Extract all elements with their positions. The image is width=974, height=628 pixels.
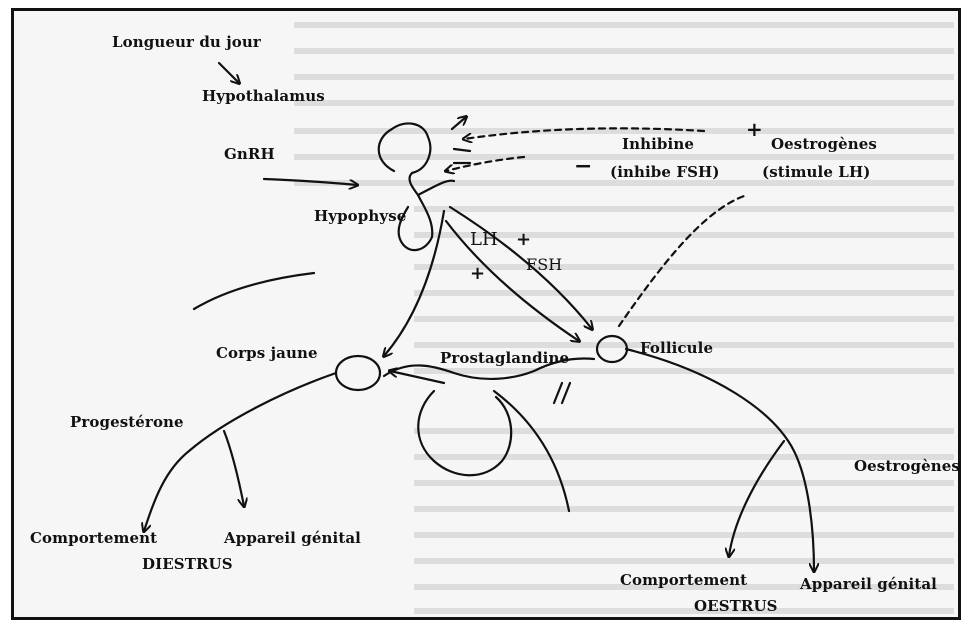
label-follicule: Follicule bbox=[640, 339, 713, 357]
arrow-small-2 bbox=[454, 149, 470, 151]
arrow-small-1 bbox=[452, 117, 466, 129]
plus-sign-fsh: + bbox=[470, 263, 485, 284]
label-appareil-genital-right: Appareil génital bbox=[800, 575, 937, 593]
arrow-prostaglandine bbox=[390, 371, 444, 383]
label-oestrogenes-right: Oestrogènes bbox=[854, 457, 960, 475]
hypothalamus-outline bbox=[379, 123, 433, 250]
label-oestrus: OESTRUS bbox=[694, 597, 778, 615]
label-appareil-genital-left: Appareil génital bbox=[224, 529, 361, 547]
label-lh: LH bbox=[470, 229, 498, 250]
left-arc bbox=[194, 273, 314, 309]
label-prostaglandine: Prostaglandine bbox=[440, 349, 569, 367]
label-comportement-right: Comportement bbox=[620, 571, 747, 589]
pituitary-stalk bbox=[418, 181, 454, 195]
arrow-oestrogenes-main bbox=[626, 349, 814, 571]
label-corps-jaune: Corps jaune bbox=[216, 344, 318, 362]
corps-jaune-shape bbox=[336, 356, 380, 390]
arrow-progesterone-main bbox=[144, 373, 336, 531]
arrow-follicule-oestrogenes bbox=[619, 196, 744, 326]
uterus-body bbox=[418, 391, 511, 475]
arrow-lh-to-follicule bbox=[446, 221, 579, 341]
minus-sign: − bbox=[574, 153, 593, 179]
label-hypophyse: Hypophyse bbox=[314, 207, 406, 225]
label-hypothalamus: Hypothalamus bbox=[202, 87, 325, 105]
label-longueur-du-jour: Longueur du jour bbox=[112, 33, 261, 51]
label-oestrogenes-top: Oestrogènes bbox=[771, 135, 877, 153]
label-diestrus: DIESTRUS bbox=[142, 555, 233, 573]
label-inhibine-sub: (inhibe FSH) bbox=[610, 163, 720, 181]
label-gnrh: GnRH bbox=[224, 145, 275, 163]
arrow-oestrogenes-behaviour bbox=[729, 441, 784, 556]
arrow-day-to-hypothalamus bbox=[219, 63, 239, 83]
prostaglandine-tick bbox=[554, 383, 570, 403]
label-progesterone: Progestérone bbox=[70, 413, 184, 431]
label-comportement-left: Comportement bbox=[30, 529, 157, 547]
arrow-lh-to-corps-jaune bbox=[384, 211, 444, 356]
label-fsh: FSH bbox=[526, 255, 562, 274]
follicule-shape bbox=[597, 336, 627, 362]
diagram-frame: Longueur du jour Hypothalamus GnRH Hypop… bbox=[11, 8, 961, 620]
arrow-progesterone-genital bbox=[224, 431, 244, 506]
label-inhibine: Inhibine bbox=[622, 135, 694, 153]
label-oestrogenes-top-sub: (stimule LH) bbox=[762, 163, 870, 181]
plus-sign-lh: + bbox=[516, 229, 531, 250]
plus-sign-top: + bbox=[746, 117, 763, 141]
arrow-gnrh bbox=[264, 179, 357, 185]
